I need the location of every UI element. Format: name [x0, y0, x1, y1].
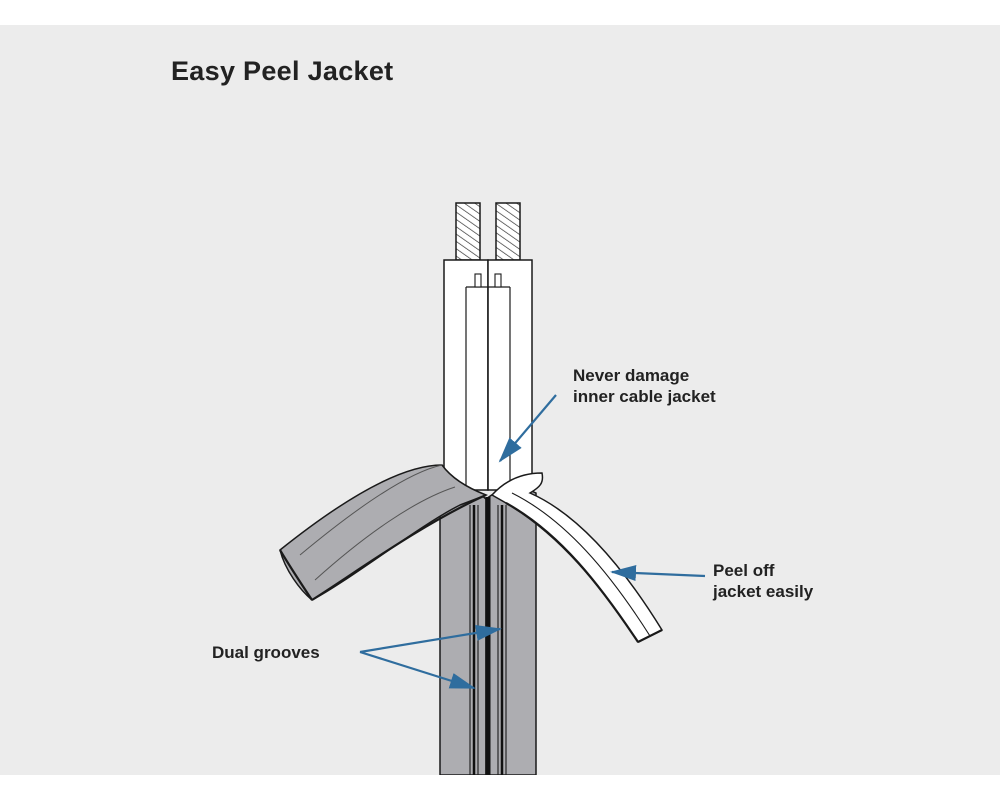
outer-jacket: [439, 484, 537, 775]
callout-peel-off-line1: Peel off: [713, 561, 775, 580]
conductor-left: [455, 202, 481, 261]
conductor-right: [495, 202, 521, 261]
callout-inner-jacket: Never damage inner cable jacket: [573, 365, 716, 407]
callout-peel-off: Peel off jacket easily: [713, 560, 813, 602]
callout-dual-grooves-line1: Dual grooves: [212, 643, 320, 662]
cable-diagram: [279, 202, 706, 775]
diagram-panel: Easy Peel Jacket: [0, 25, 1000, 775]
arrow-groove-lower: [359, 650, 476, 690]
arrow-inner-jacket: [498, 394, 557, 463]
arrow-peel-off: [610, 565, 706, 582]
inner-cable-jacket: [443, 259, 533, 491]
peeled-flap-right: [490, 472, 664, 643]
callout-peel-off-line2: jacket easily: [713, 582, 814, 601]
page-title: Easy Peel Jacket: [171, 56, 394, 86]
peeled-flap-left: [279, 464, 489, 601]
callout-dual-grooves: Dual grooves: [212, 642, 320, 663]
callout-inner-jacket-line2: inner cable jacket: [573, 387, 716, 406]
callout-inner-jacket-line1: Never damage: [573, 366, 690, 385]
arrow-groove-upper: [359, 624, 502, 654]
